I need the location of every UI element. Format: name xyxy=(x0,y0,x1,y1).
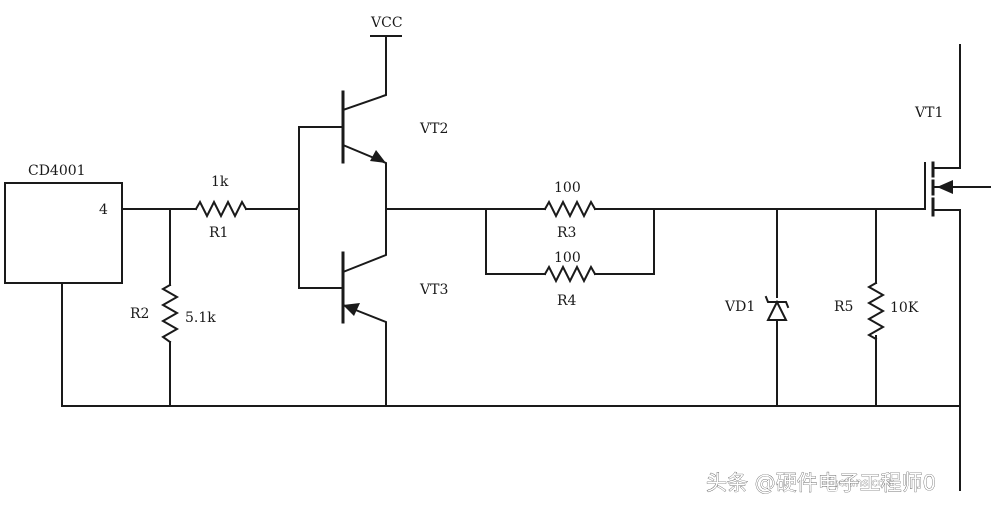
watermark-small: elecfans.com xyxy=(822,476,895,489)
label-r4-name: R4 xyxy=(557,293,577,309)
wire-vt2-emitter xyxy=(341,143,387,210)
watermark-text: 头条 @硬件电子工程师0 xyxy=(706,471,936,495)
r5-resistor xyxy=(866,281,886,341)
label-vd1: VD1 xyxy=(724,299,755,315)
vt1-source xyxy=(932,209,961,491)
wire-r4-left xyxy=(485,208,546,275)
label-vcc: VCC xyxy=(370,15,403,31)
wire-vt3-emitter xyxy=(341,208,387,274)
label-r1-name: R1 xyxy=(209,225,228,241)
label-r1-value: 1k xyxy=(211,174,229,190)
label-r4-value: 100 xyxy=(554,250,581,266)
label-pin-4: 4 xyxy=(99,202,108,218)
label-r2-value: 5.1k xyxy=(185,310,216,326)
cd4001-chip-box xyxy=(4,182,123,284)
label-cd4001: CD4001 xyxy=(28,163,86,179)
vt1-mosfet xyxy=(924,44,991,491)
r4-resistor xyxy=(543,264,597,284)
label-r3-value: 100 xyxy=(554,180,581,196)
label-vt2: VT2 xyxy=(419,121,448,137)
vt1-body-arrow xyxy=(937,180,953,194)
wire-r4-right xyxy=(594,208,655,275)
vt3-emitter-arrow xyxy=(343,303,360,316)
label-vt1: VT1 xyxy=(914,105,943,121)
wires xyxy=(61,35,961,407)
wire-vcc xyxy=(341,35,387,112)
label-r5-value: 10K xyxy=(890,300,919,316)
label-r5-name: R5 xyxy=(834,299,853,315)
r1-resistor xyxy=(194,199,248,219)
label-vt3: VT3 xyxy=(419,282,448,298)
label-r3-name: R3 xyxy=(557,225,576,241)
vd1-zener-diode xyxy=(764,295,790,321)
vt1-drain xyxy=(932,44,961,169)
label-r2-name: R2 xyxy=(130,306,149,322)
r3-resistor xyxy=(543,199,597,219)
vt2-emitter-arrow xyxy=(370,150,386,163)
r2-resistor xyxy=(160,283,180,344)
wire-vt3-collector xyxy=(341,303,387,407)
